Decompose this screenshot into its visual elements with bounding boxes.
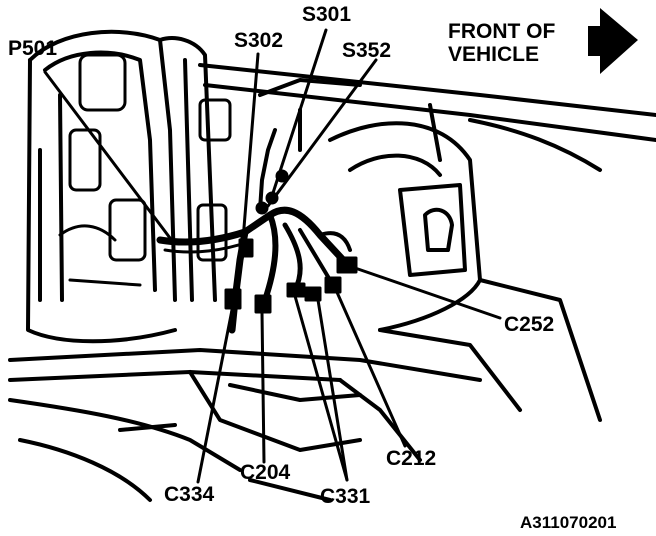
door-frame [26,29,217,344]
callout-s352: S352 [342,39,392,62]
figure-id: A311070201 [520,513,617,532]
callout-c252: C252 [504,313,555,336]
callout-c212: C212 [386,447,437,470]
front-of-vehicle-line2: VEHICLE [448,43,540,66]
front-of-vehicle-line1: FRONT OF [448,20,556,43]
floor-sill-structure [8,348,482,502]
callout-p501: P501 [8,37,58,60]
front-of-vehicle-label: FRONT OF VEHICLE [448,20,555,66]
roof-header-structure [198,63,656,172]
callout-c204: C204 [240,461,291,484]
callout-leader-lines [43,28,502,484]
callout-c331: C331 [320,485,371,508]
callout-s301: S301 [302,3,352,26]
right-arrow-icon [588,8,638,74]
door-panel-cutouts [58,53,232,287]
callout-c334: C334 [164,483,215,506]
wiring-harness-bundle [156,128,352,334]
front-body-panel [328,121,602,422]
harness-connectors [224,169,358,314]
callout-s302: S302 [234,29,284,52]
